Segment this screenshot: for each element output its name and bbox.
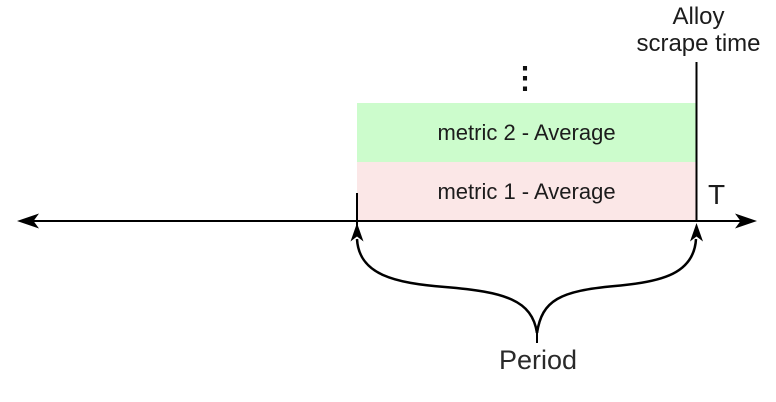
- metric-1-average-label: metric 1 - Average: [437, 178, 616, 204]
- period-arrow-left-icon: [350, 223, 364, 242]
- metric-2-average-label: metric 2 - Average: [437, 119, 616, 145]
- period-brace-right: [535, 238, 698, 334]
- time-axis-t-label: T: [708, 179, 726, 210]
- vertical-ellipsis-icon: ⋮: [510, 62, 540, 95]
- period-arrow-right-icon: [690, 223, 703, 242]
- timeline-arrow-right-icon: [735, 213, 757, 229]
- period-brace-left: [355, 238, 539, 334]
- timeline-arrow-left-icon: [17, 213, 39, 229]
- period-label: Period: [498, 345, 578, 375]
- metric-2-average-bar: metric 2 - Average: [357, 103, 696, 162]
- metric-1-average-bar: metric 1 - Average: [357, 162, 696, 221]
- scrape-time-label: Alloy scrape time: [636, 3, 761, 57]
